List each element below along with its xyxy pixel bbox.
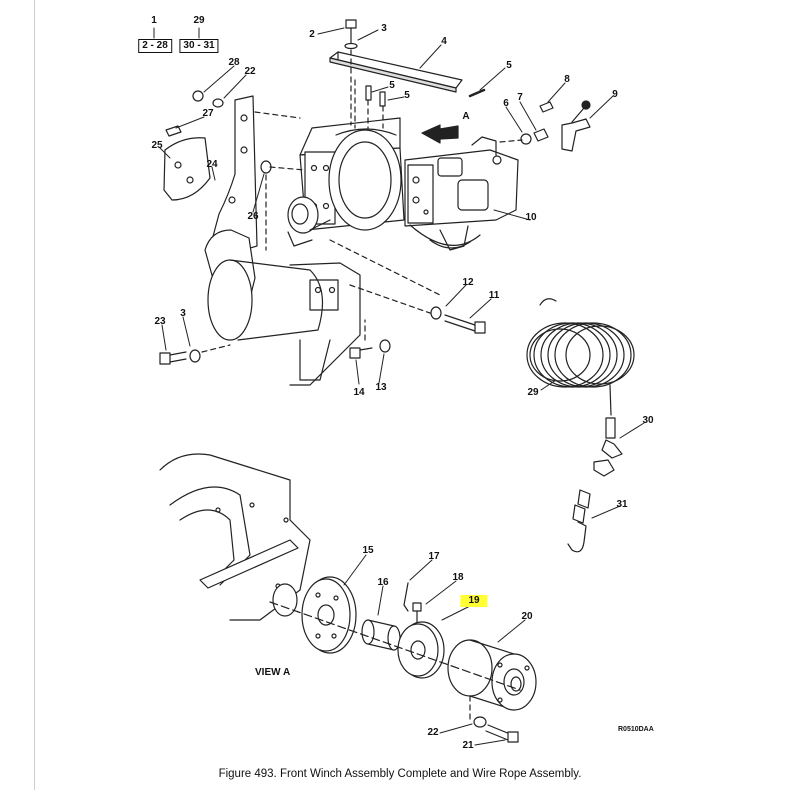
callout-16: 16 <box>377 577 389 588</box>
part-17-pin <box>403 582 409 612</box>
part-15-flange <box>301 576 357 654</box>
view-a-label: VIEW A <box>255 667 291 678</box>
callout-A: A <box>462 111 470 122</box>
callout-17: 17 <box>428 551 440 562</box>
callout-26: 26 <box>247 211 259 222</box>
callout-18: 18 <box>452 572 464 583</box>
callout-5-upper: 5 <box>389 80 395 91</box>
callout-24: 24 <box>206 159 218 170</box>
range-box-2-28: 2 - 28 <box>138 39 172 53</box>
leader-lines <box>153 27 645 746</box>
callout-25: 25 <box>151 140 163 151</box>
callout-2: 2 <box>309 29 315 40</box>
callout-20: 20 <box>521 611 533 622</box>
drawing-code: R0510DAA <box>618 726 654 733</box>
top-bolt <box>344 19 358 50</box>
mount-brackets <box>163 90 272 255</box>
callout-6: 6 <box>503 98 509 109</box>
hook-assembly <box>567 417 623 553</box>
callout-22-bottom: 22 <box>427 727 439 738</box>
callout-31: 31 <box>616 499 628 510</box>
view-direction-arrow <box>421 124 459 144</box>
callout-11: 11 <box>488 290 500 301</box>
callout-15: 15 <box>362 545 374 556</box>
figure-caption: Figure 493. Front Winch Assembly Complet… <box>218 768 582 780</box>
callout-5-right: 5 <box>506 60 512 71</box>
part-19-disc <box>397 621 445 679</box>
callout-29: 29 <box>527 387 539 398</box>
callout-23: 23 <box>154 316 166 327</box>
bolt-11-12 <box>430 306 486 334</box>
callout-9: 9 <box>612 89 618 100</box>
bolt-23 <box>159 349 201 365</box>
callout-19-highlighted: 19 <box>460 595 488 607</box>
view-a-centerline <box>269 601 521 691</box>
callout-5-lower: 5 <box>404 90 410 101</box>
view-a-housing <box>159 453 311 621</box>
callout-3-left: 3 <box>180 308 186 319</box>
callout-28: 28 <box>228 57 240 68</box>
callout-10: 10 <box>525 212 537 223</box>
callout-27: 27 <box>202 108 214 119</box>
callout-30: 30 <box>642 415 654 426</box>
callout-14: 14 <box>353 387 365 398</box>
callout-1: 1 <box>151 15 157 26</box>
callout-21: 21 <box>462 740 474 751</box>
support-frame <box>204 229 361 386</box>
bolt-14-13 <box>349 339 391 359</box>
callout-22-top: 22 <box>244 66 256 77</box>
part-18-bolt <box>412 602 422 623</box>
part-20-coupling <box>447 639 537 711</box>
winch-body <box>287 117 519 251</box>
part-5-pins <box>365 85 486 107</box>
part-4-rail <box>329 51 463 93</box>
callout-4: 4 <box>441 36 447 47</box>
callout-12: 12 <box>462 277 474 288</box>
callout-13: 13 <box>375 382 387 393</box>
page-margin-line <box>34 0 35 790</box>
callout-3-top: 3 <box>381 23 387 34</box>
callout-7: 7 <box>517 92 523 103</box>
wire-rope-coil <box>526 298 635 416</box>
lever-assembly <box>520 100 591 152</box>
callout-8: 8 <box>564 74 570 85</box>
callout-29-top: 29 <box>193 15 205 26</box>
range-box-30-31: 30 - 31 <box>179 39 219 53</box>
part-21-22-bolt <box>473 716 519 743</box>
